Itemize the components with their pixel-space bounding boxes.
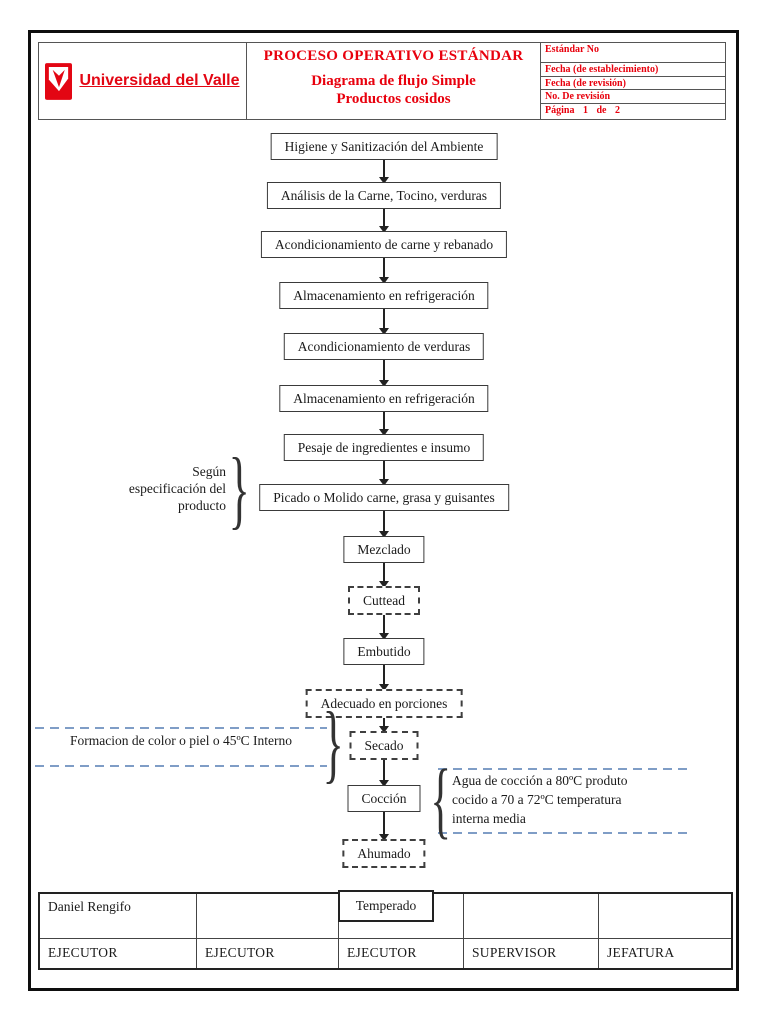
flow-step-cuttead: Cuttead — [348, 586, 420, 615]
flow-arrow-1 — [383, 159, 385, 183]
flow-arrow-3 — [383, 257, 385, 283]
flow-arrow-6 — [383, 411, 385, 435]
document-header: Universidad del Valle PROCESO OPERATIVO … — [38, 42, 726, 120]
curly-brace-secado: } — [322, 695, 344, 792]
signature-name-cell-3 — [339, 894, 464, 939]
signature-role-supervisor: SUPERVISOR — [464, 939, 599, 968]
curly-brace-coccion: { — [430, 751, 451, 847]
flow-step-temperado: Temperado — [338, 890, 434, 922]
annotation-picado-line2: especificación del — [128, 481, 226, 496]
flow-step-secado: Secado — [349, 731, 419, 760]
signature-name-cell-1: Daniel Rengifo — [40, 894, 197, 939]
blue-dashed-line-secado-top — [35, 727, 327, 729]
flow-arrow-8 — [383, 510, 385, 537]
info-row-fecha-revision: Fecha (de revisión) — [541, 77, 725, 91]
flow-step-acondicionamiento-carne: Acondicionamiento de carne y rebanado — [260, 231, 508, 258]
flow-arrow-2 — [383, 208, 385, 232]
flow-step-adecuado: Adecuado en porciones — [305, 689, 463, 718]
annotation-coccion-line1: Agua de cocción a 80ºC produto — [452, 773, 628, 788]
flow-step-picado: Picado o Molido carne, grasa y guisantes — [259, 484, 509, 511]
logo-text: Universidad del Valle — [79, 72, 240, 89]
flow-arrow-14 — [383, 811, 385, 840]
flow-arrow-13 — [383, 757, 385, 786]
signature-role-ejecutor-3: EJECUTOR — [339, 939, 464, 968]
info-row-no-revision: No. De revisión — [541, 90, 725, 105]
annotation-picado-line3: producto — [178, 498, 226, 513]
document-subtitle-2: Productos cosidos — [336, 91, 451, 107]
flow-step-higiene: Higiene y Sanitización del Ambiente — [270, 133, 498, 160]
info-row-estandar: Estándar No — [541, 43, 725, 63]
flow-arrow-10 — [383, 612, 385, 639]
blue-dashed-line-secado-bottom — [35, 765, 327, 767]
flow-arrow-9 — [383, 562, 385, 587]
annotation-coccion-line2: cocido a 70 a 72ºC temperatura — [452, 792, 622, 807]
info-row-pagina: Página 1 de 2 — [545, 105, 620, 117]
blue-dashed-line-coccion-bottom — [438, 832, 692, 834]
flow-arrow-4 — [383, 308, 385, 334]
flow-step-embutido: Embutido — [343, 638, 425, 665]
flow-step-ahumado: Ahumado — [342, 839, 426, 868]
flow-step-acondicionamiento-verduras: Acondicionamiento de verduras — [283, 333, 485, 360]
annotation-coccion: Agua de cocción a 80ºC produto cocido a … — [452, 771, 692, 828]
flow-step-mezclado: Mezclado — [343, 536, 425, 563]
flow-step-almacenamiento-2: Almacenamiento en refrigeración — [279, 385, 489, 412]
flow-arrow-11 — [383, 664, 385, 690]
signature-role-ejecutor-2: EJECUTOR — [197, 939, 339, 968]
flow-step-almacenamiento-1: Almacenamiento en refrigeración — [279, 282, 489, 309]
annotation-picado: Según especificación del producto — [80, 463, 226, 514]
info-row-fecha-establecimiento: Fecha (de establecimiento) — [541, 63, 725, 77]
document-subtitle: Diagrama de flujo Simple — [311, 73, 476, 89]
signature-role-jefatura: JEFATURA — [607, 945, 675, 960]
universidad-del-valle-shield-icon — [45, 62, 73, 100]
signature-role-ejecutor-1: EJECUTOR — [40, 939, 197, 968]
flow-step-pesaje: Pesaje de ingredientes e insumo — [283, 434, 485, 461]
signature-name-cell-5 — [599, 894, 731, 939]
annotation-secado: Formacion de color o piel o 45ºC Interno — [69, 733, 292, 748]
logo-cell: Universidad del Valle — [39, 43, 246, 119]
signature-name-cell-2 — [197, 894, 339, 939]
flow-arrow-12 — [383, 715, 385, 732]
flow-step-coccion: Cocción — [347, 785, 421, 812]
annotation-picado-line1: Según — [192, 464, 226, 479]
signature-name-cell-4 — [464, 894, 599, 939]
document-title: PROCESO OPERATIVO ESTÁNDAR — [263, 48, 524, 64]
annotation-coccion-line3: interna media — [452, 811, 526, 826]
blue-dashed-line-coccion-top — [438, 768, 692, 770]
header-info-table: Estándar No Fecha (de establecimiento) F… — [541, 43, 725, 119]
title-cell: PROCESO OPERATIVO ESTÁNDAR Diagrama de f… — [246, 43, 541, 119]
flow-arrow-7 — [383, 460, 385, 485]
curly-brace-picado: } — [228, 441, 250, 538]
flow-step-analisis: Análisis de la Carne, Tocino, verduras — [266, 182, 502, 209]
flow-arrow-5 — [383, 359, 385, 386]
